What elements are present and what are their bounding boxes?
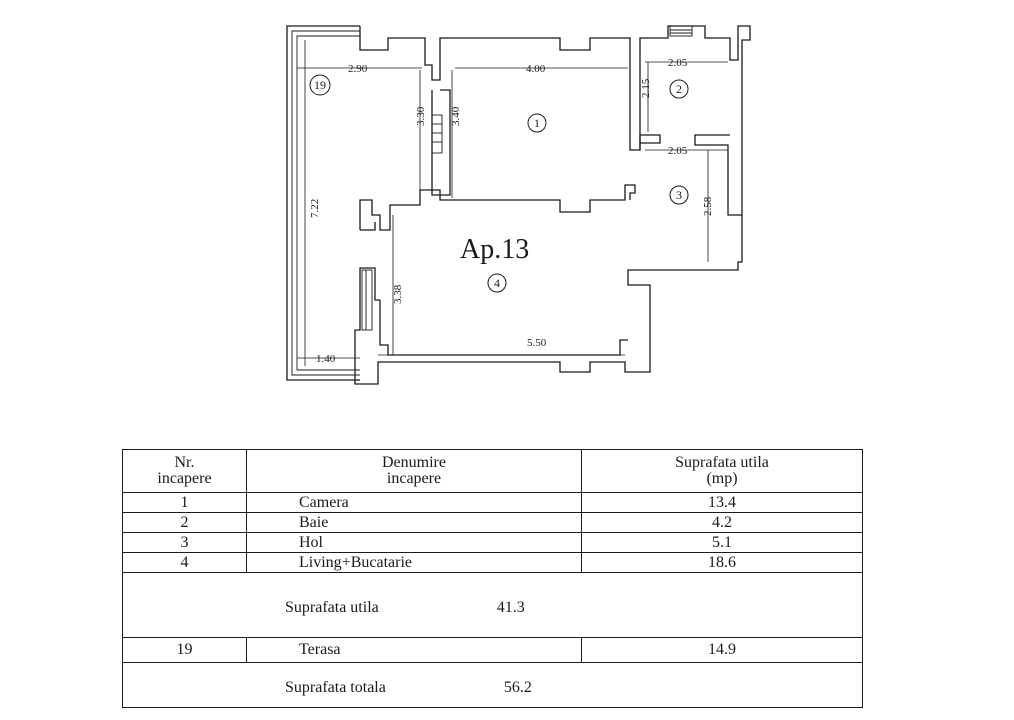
room-marker-4: 4 (487, 273, 507, 293)
dim-top-left: 2.90 (348, 63, 368, 75)
room-area-table: Nr. incapere Denumire incapere Suprafata… (122, 449, 863, 720)
dim-bath-width: 2.05 (668, 57, 688, 69)
room-marker-19: 19 (309, 74, 331, 96)
total-area-value: 56.2 (503, 679, 532, 696)
table-row: 3 Hol 5.1 (122, 532, 863, 553)
useful-area-label: Suprafata utila (285, 599, 379, 616)
total-area-row: Suprafata totala 56.2 (122, 662, 863, 708)
floor-plan: 2.90 4.00 2.05 2.05 5.50 1.40 7.22 3.30 … (286, 25, 751, 385)
svg-text:4: 4 (494, 276, 500, 290)
svg-text:2: 2 (676, 82, 682, 96)
dim-living-height: 3.38 (392, 284, 404, 304)
terrace-outline (286, 25, 360, 381)
dim-3-40: 3.40 (450, 106, 462, 126)
dim-living-width: 5.50 (527, 337, 547, 349)
table-row: 2 Baie 4.2 (122, 512, 863, 533)
room-marker-3: 3 (669, 185, 689, 205)
table-row: 1 Camera 13.4 (122, 492, 863, 513)
svg-text:3: 3 (676, 188, 682, 202)
total-area-label: Suprafata totala (285, 679, 386, 696)
apartment-walls (354, 25, 751, 385)
header-area: Suprafata utila (mp) (581, 449, 863, 493)
dimension-lines (297, 40, 728, 366)
dim-hall-height: 2.58 (702, 196, 714, 216)
useful-area-value: 41.3 (496, 599, 525, 616)
header-name: Denumire incapere (246, 449, 582, 493)
dim-hall-width: 2.05 (668, 145, 688, 157)
useful-area-row: Suprafata utila 41.3 (122, 572, 863, 638)
svg-text:19: 19 (314, 78, 326, 92)
dim-bottom-left: 1.40 (316, 353, 336, 365)
dim-room1-width: 4.00 (526, 63, 546, 75)
dim-3-30: 3.30 (415, 106, 427, 126)
dim-bath-height: 2.15 (640, 78, 652, 98)
apartment-label: Ap.13 (460, 234, 529, 265)
terrace-row: 19 Terasa 14.9 (122, 637, 863, 663)
header-nr: Nr. incapere (122, 449, 247, 493)
dim-terrace-height: 7.22 (309, 199, 321, 218)
vent-hatch (361, 25, 693, 331)
svg-text:1: 1 (534, 116, 540, 130)
table-header: Nr. incapere Denumire incapere Suprafata… (122, 449, 863, 493)
room-marker-2: 2 (669, 79, 689, 99)
table-row: 4 Living+Bucatarie 18.6 (122, 552, 863, 573)
room-marker-1: 1 (527, 113, 547, 133)
